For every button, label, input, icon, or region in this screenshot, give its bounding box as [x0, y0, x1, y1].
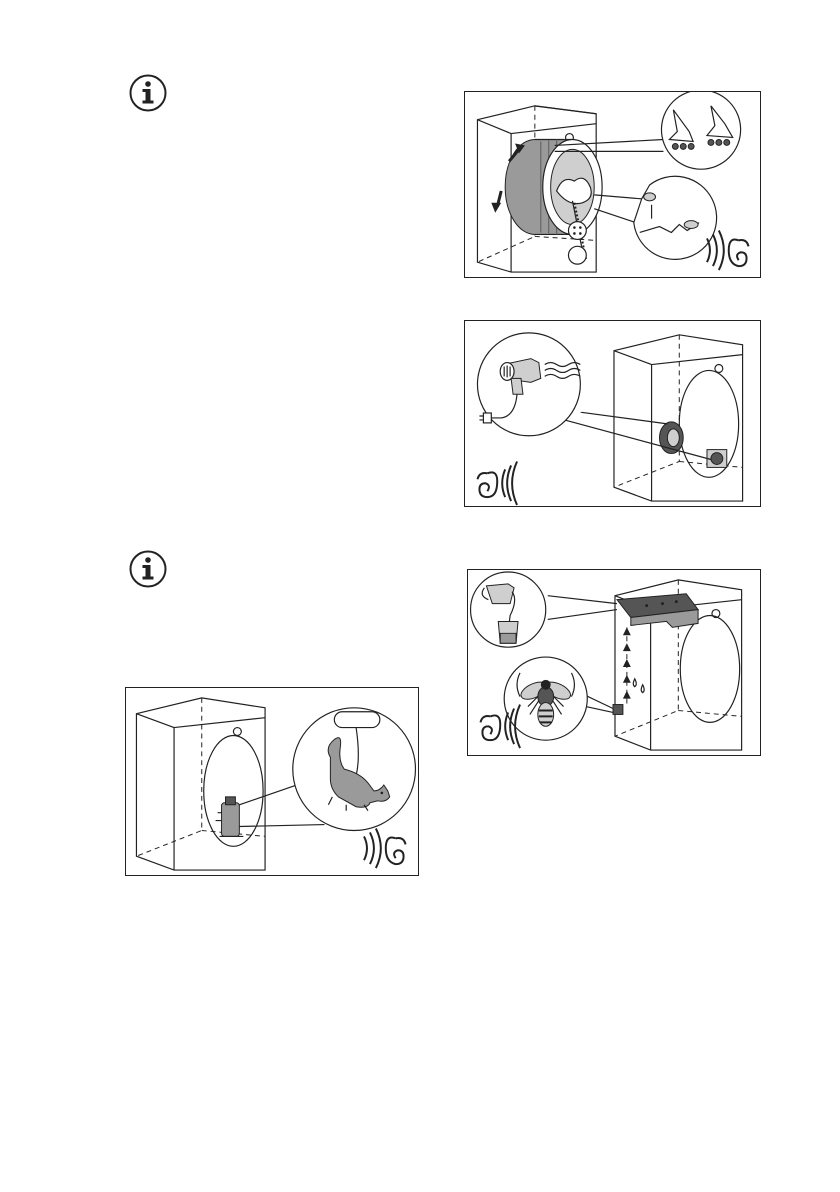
info-icon — [128, 549, 168, 589]
compressor-illustration — [126, 688, 418, 875]
pump-illustration — [468, 570, 760, 755]
figure-drum-noise — [464, 91, 761, 278]
info-icon — [128, 73, 168, 113]
figure-pump-noise — [467, 569, 761, 756]
fan-illustration — [465, 321, 760, 506]
drum-illustration — [465, 92, 760, 277]
figure-compressor-noise — [125, 687, 419, 876]
figure-fan-noise — [464, 320, 761, 507]
